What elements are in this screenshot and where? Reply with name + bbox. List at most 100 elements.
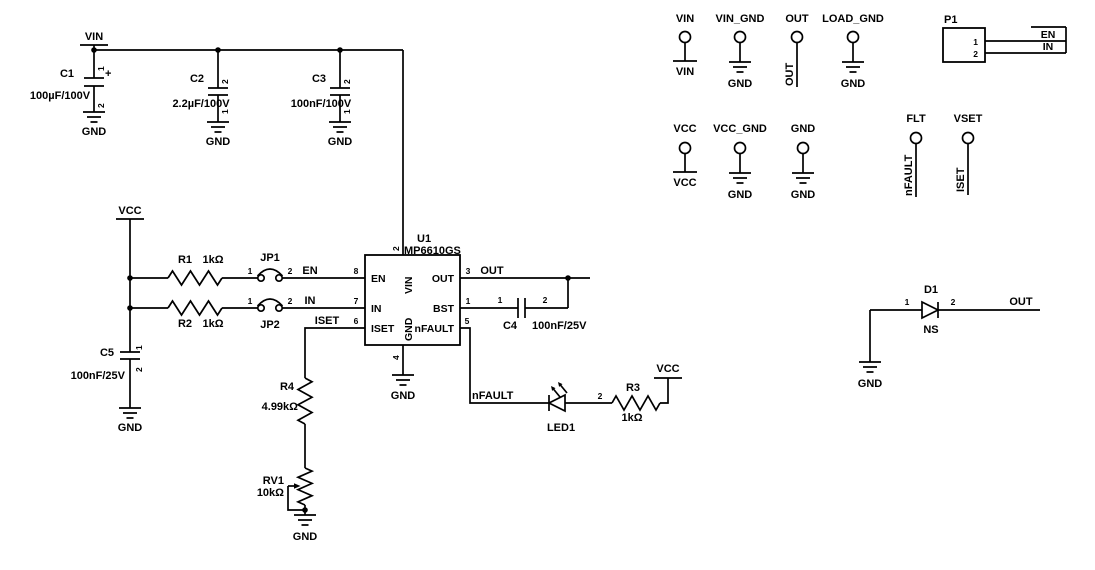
u1-pin-num-6: 6 — [354, 316, 359, 326]
c3-symbol — [330, 87, 350, 122]
junction-dot — [91, 47, 97, 53]
r3-value: 1kΩ — [621, 412, 642, 424]
c3-pin2: 2 — [342, 79, 352, 84]
led1-arrowhead — [551, 386, 556, 391]
jp1-ref: JP1 — [260, 252, 280, 264]
c3-ref: C3 — [312, 73, 326, 85]
r4-symbol — [296, 377, 314, 425]
ic-u1: U1 MP6610GS EN IN ISET OUT BST nFAULT VI… — [354, 233, 471, 402]
jp2-pad2 — [274, 303, 284, 313]
vin-net-label: VIN — [85, 31, 103, 43]
u1-pin-name-vin: VIN — [403, 276, 415, 294]
vcc-section: VCC R1 1kΩ JP1 1 2 EN R2 1kΩ — [71, 205, 365, 434]
r4-value: 4.99kΩ — [262, 401, 299, 413]
d1-pin1: 1 — [905, 297, 910, 307]
u1-pin-name-gnd: GND — [403, 317, 415, 341]
d1-pin2: 2 — [951, 297, 956, 307]
iset-net-label: ISET — [315, 315, 340, 327]
tp-label: VIN — [676, 13, 694, 25]
testpoints: VIN VIN VIN_GND GND OUT OUT LOAD_GND GND — [673, 13, 983, 201]
jp2-ref: JP2 — [260, 319, 280, 331]
p1-ref: P1 — [944, 14, 957, 26]
gnd-label: GND — [728, 78, 753, 90]
c2-pin2: 2 — [220, 79, 230, 84]
en-net-label: EN — [302, 265, 317, 277]
iset-network: ISET R4 4.99kΩ RV1 10kΩ GND — [257, 315, 365, 543]
gnd-label: GND — [82, 126, 107, 138]
diode-d1-section: GND 1 2 D1 NS OUT — [858, 284, 1040, 390]
c4-ref: C4 — [503, 320, 518, 332]
led1-ref: LED1 — [547, 422, 575, 434]
p1-label-table — [1031, 26, 1067, 54]
c4-value: 100nF/25V — [532, 320, 587, 332]
testpoint-gnd: GND GND — [791, 123, 816, 201]
r2-value: 1kΩ — [202, 318, 223, 330]
c1-value: 100µF/100V — [30, 90, 91, 102]
testpoint-vin: VIN VIN — [673, 13, 697, 78]
u1-pin-num-4: 4 — [391, 355, 401, 360]
r2-ref: R2 — [178, 318, 192, 330]
jp1-pad1 — [256, 273, 266, 283]
u1-body — [364, 254, 461, 346]
out-net-label: OUT — [480, 265, 504, 277]
u1-part: MP6610GS — [404, 245, 461, 257]
c4-pin1: 1 — [498, 295, 503, 305]
tp-label: GND — [791, 123, 816, 135]
tp-net-label: VCC — [673, 177, 696, 189]
c4-pin2: 2 — [543, 295, 548, 305]
r3-symbol — [611, 394, 661, 412]
tp-net-label: ISET — [955, 167, 967, 192]
u1-pin-name-nfault: nFAULT — [415, 323, 455, 335]
capacitor-c1: GND C1 100µF/100V + 1 2 — [30, 66, 112, 138]
c5-pin2: 2 — [134, 367, 144, 372]
u1-pin-num-8: 8 — [354, 266, 359, 276]
capacitor-c5: GND C5 100nF/25V 1 2 — [71, 345, 144, 434]
nfault-wire — [460, 327, 549, 404]
testpoint-flt: FLT nFAULT — [903, 113, 926, 197]
r3-ref: R3 — [626, 382, 640, 394]
gnd-label: GND — [293, 531, 318, 543]
testpoint-vset: VSET ISET — [954, 113, 983, 195]
u1-pin-num-5: 5 — [465, 316, 470, 326]
c1-ref: C1 — [60, 68, 74, 80]
capacitor-c2: GND C2 2.2µF/100V 2 1 — [172, 73, 230, 148]
u1-ref: U1 — [417, 233, 431, 245]
gnd-label: GND — [791, 189, 816, 201]
p1-pin2: 2 — [973, 49, 978, 59]
r1-symbol — [167, 269, 223, 287]
p1-en-label: EN — [1041, 29, 1056, 41]
led1-pin2: 2 — [598, 391, 603, 401]
c5-symbol — [120, 351, 140, 408]
c1-plus-sign: + — [105, 68, 111, 80]
tp-label: VSET — [954, 113, 983, 125]
resistor-r1: R1 1kΩ — [130, 254, 258, 287]
led-led1: LED1 2 — [547, 382, 612, 434]
c2-value: 2.2µF/100V — [172, 98, 230, 110]
nfault-led-network: nFAULT LED1 2 R3 1kΩ VCC — [460, 327, 682, 434]
u1-pin-num-3: 3 — [466, 266, 471, 276]
jumper-jp2: JP2 1 2 — [248, 296, 293, 331]
r3-vcc-wire — [660, 378, 669, 404]
connector-p1: P1 1 2 EN IN — [942, 14, 1067, 63]
testpoint-out: OUT OUT — [784, 13, 809, 87]
r1-ref: R1 — [178, 254, 192, 266]
c5-value: 100nF/25V — [71, 370, 126, 382]
c1-pin1: 1 — [96, 66, 106, 71]
tp-label: FLT — [906, 113, 926, 125]
tp-label: VCC — [673, 123, 696, 135]
r2-symbol — [167, 299, 223, 317]
c3-value: 100nF/100V — [291, 98, 352, 110]
u1-pin-name-out: OUT — [432, 273, 455, 285]
p1-wires — [985, 40, 1031, 54]
p1-pin1: 1 — [973, 37, 978, 47]
out-net-label: OUT — [1009, 296, 1033, 308]
vin-input-section: VIN GND C1 100µF/100V + 1 2 GND C2 2.2µF… — [30, 31, 404, 255]
jp1-pin1: 1 — [248, 266, 253, 276]
tp-net-label: nFAULT — [903, 154, 915, 196]
resistor-r4: R4 4.99kΩ — [262, 377, 314, 425]
tp-label: VIN_GND — [716, 13, 765, 25]
testpoint-vcc-gnd: VCC_GND GND — [713, 123, 767, 201]
gnd-label: GND — [841, 78, 866, 90]
u1-pin-num-2: 2 — [391, 246, 401, 251]
nfault-net-label: nFAULT — [472, 390, 514, 402]
